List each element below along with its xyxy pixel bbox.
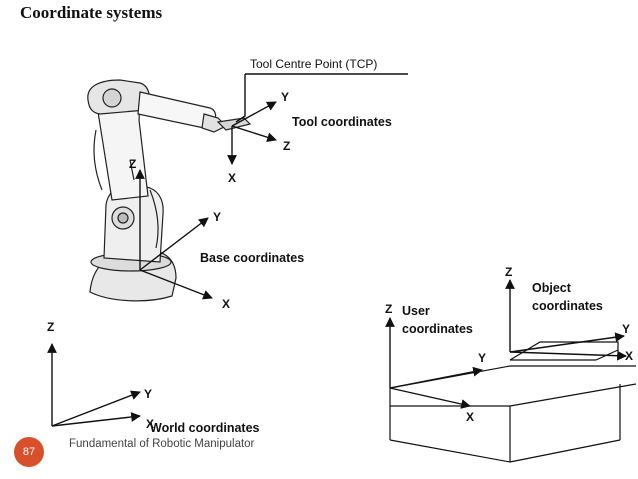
object-coordinates-label-1: Object — [532, 281, 572, 295]
robot-illustration — [87, 79, 252, 302]
world-z-label: Z — [47, 320, 54, 334]
world-frame — [47, 343, 141, 427]
object-x-label: X — [625, 349, 633, 363]
world-y-label: Y — [144, 387, 152, 401]
tool-y-label: Y — [281, 90, 289, 104]
user-x-label: X — [466, 410, 474, 424]
tool-z-label: Z — [283, 139, 290, 153]
world-coordinates-label: World coordinates — [150, 421, 260, 435]
page-number-badge: 87 — [14, 437, 44, 467]
object-z-label: Z — [505, 265, 512, 279]
user-frame — [385, 317, 483, 409]
user-coordinates-label-2: coordinates — [402, 322, 473, 336]
tool-x-label: X — [228, 171, 236, 185]
base-x-label: X — [222, 297, 230, 311]
footer-text: Fundamental of Robotic Manipulator — [69, 438, 255, 450]
tool-coordinates-label: Tool coordinates — [292, 115, 392, 129]
world-x-label: X — [146, 417, 154, 431]
object-frame — [505, 279, 627, 361]
base-z-label: Z — [129, 157, 136, 171]
base-y-label: Y — [213, 210, 221, 224]
object-y-label: Y — [622, 322, 630, 336]
user-z-label: Z — [385, 302, 392, 316]
user-coordinates-label-1: User — [402, 304, 430, 318]
base-frame — [135, 169, 213, 300]
tcp-label: Tool Centre Point (TCP) — [250, 57, 377, 71]
tool-frame — [227, 73, 408, 165]
slide-title: Coordinate systems — [20, 3, 163, 22]
base-coordinates-label: Base coordinates — [200, 251, 304, 265]
table-illustration — [389, 341, 637, 463]
user-y-label: Y — [478, 351, 486, 365]
object-coordinates-label-2: coordinates — [532, 299, 603, 313]
